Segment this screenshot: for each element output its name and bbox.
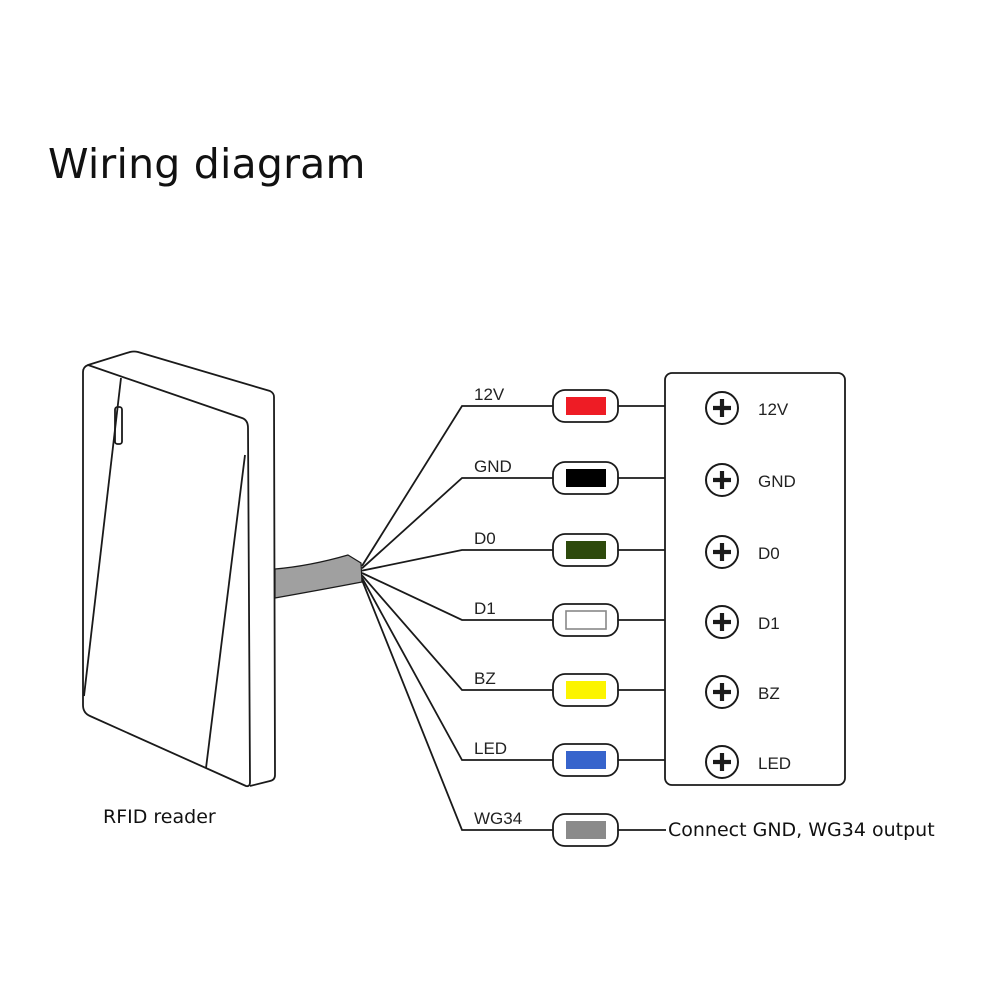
wire-line-led (361, 577, 553, 761)
terminal-label-gnd: GND (758, 472, 796, 491)
color-swatch-gnd (566, 469, 606, 487)
terminal-bz: BZ (705, 675, 780, 709)
wire-d0: D0 (361, 529, 665, 572)
screw-icon (705, 391, 739, 425)
wire-led: LED (361, 577, 665, 777)
terminal-label-d0: D0 (758, 544, 780, 563)
wire-line-d1 (361, 572, 553, 621)
terminal-gnd: GND (705, 463, 796, 497)
wire-label-wg34: WG34 (474, 809, 522, 828)
wire-line-gnd (361, 477, 553, 570)
wire-label-d1: D1 (474, 599, 496, 618)
wire-d1: D1 (361, 572, 665, 637)
terminal-block (664, 372, 846, 786)
wire-wg34: WG34 (361, 579, 666, 847)
screw-icon (705, 675, 739, 709)
reader-right-facet (205, 454, 246, 769)
color-swatch-wg34 (566, 821, 606, 839)
terminal-12v: 12V (705, 391, 789, 425)
screw-icon (705, 605, 739, 639)
wire-bz: BZ (361, 574, 665, 707)
reader-front-face (82, 364, 251, 788)
wire-line-bz (361, 574, 553, 691)
wire-12v: 12V (361, 385, 665, 567)
screw-icon (705, 463, 739, 497)
color-swatch-d1 (565, 610, 607, 630)
color-swatch-led (566, 751, 606, 769)
wire-line-wg34 (361, 579, 553, 831)
color-swatch-12v (566, 397, 606, 415)
screw-icon (705, 745, 739, 779)
rfid-reader-device (82, 350, 276, 788)
terminal-d0: D0 (705, 535, 780, 569)
wire-label-led: LED (474, 739, 507, 758)
color-swatch-bz (566, 681, 606, 699)
screw-icon (705, 535, 739, 569)
color-swatch-d0 (566, 541, 606, 559)
wire-label-12v: 12V (474, 385, 505, 404)
wire-label-bz: BZ (474, 669, 496, 688)
terminal-label-d1: D1 (758, 614, 780, 633)
wire-gnd: GND (361, 457, 665, 570)
reader-top-edge (87, 350, 276, 787)
diagram-title: Wiring diagram (48, 140, 366, 188)
reader-cable (274, 554, 363, 599)
wire-line-d0 (361, 549, 553, 572)
wire-line-12v (361, 405, 553, 567)
terminal-led: LED (705, 745, 791, 779)
terminal-d1: D1 (705, 605, 780, 639)
reader-caption: RFID reader (103, 806, 216, 828)
wg34-note: Connect GND, WG34 output (668, 819, 935, 841)
wire-label-d0: D0 (474, 529, 496, 548)
terminal-label-12v: 12V (758, 400, 789, 419)
wire-label-gnd: GND (474, 457, 512, 476)
reader-indicator-slot (114, 406, 123, 445)
terminal-label-led: LED (758, 754, 791, 773)
terminal-label-bz: BZ (758, 684, 780, 703)
